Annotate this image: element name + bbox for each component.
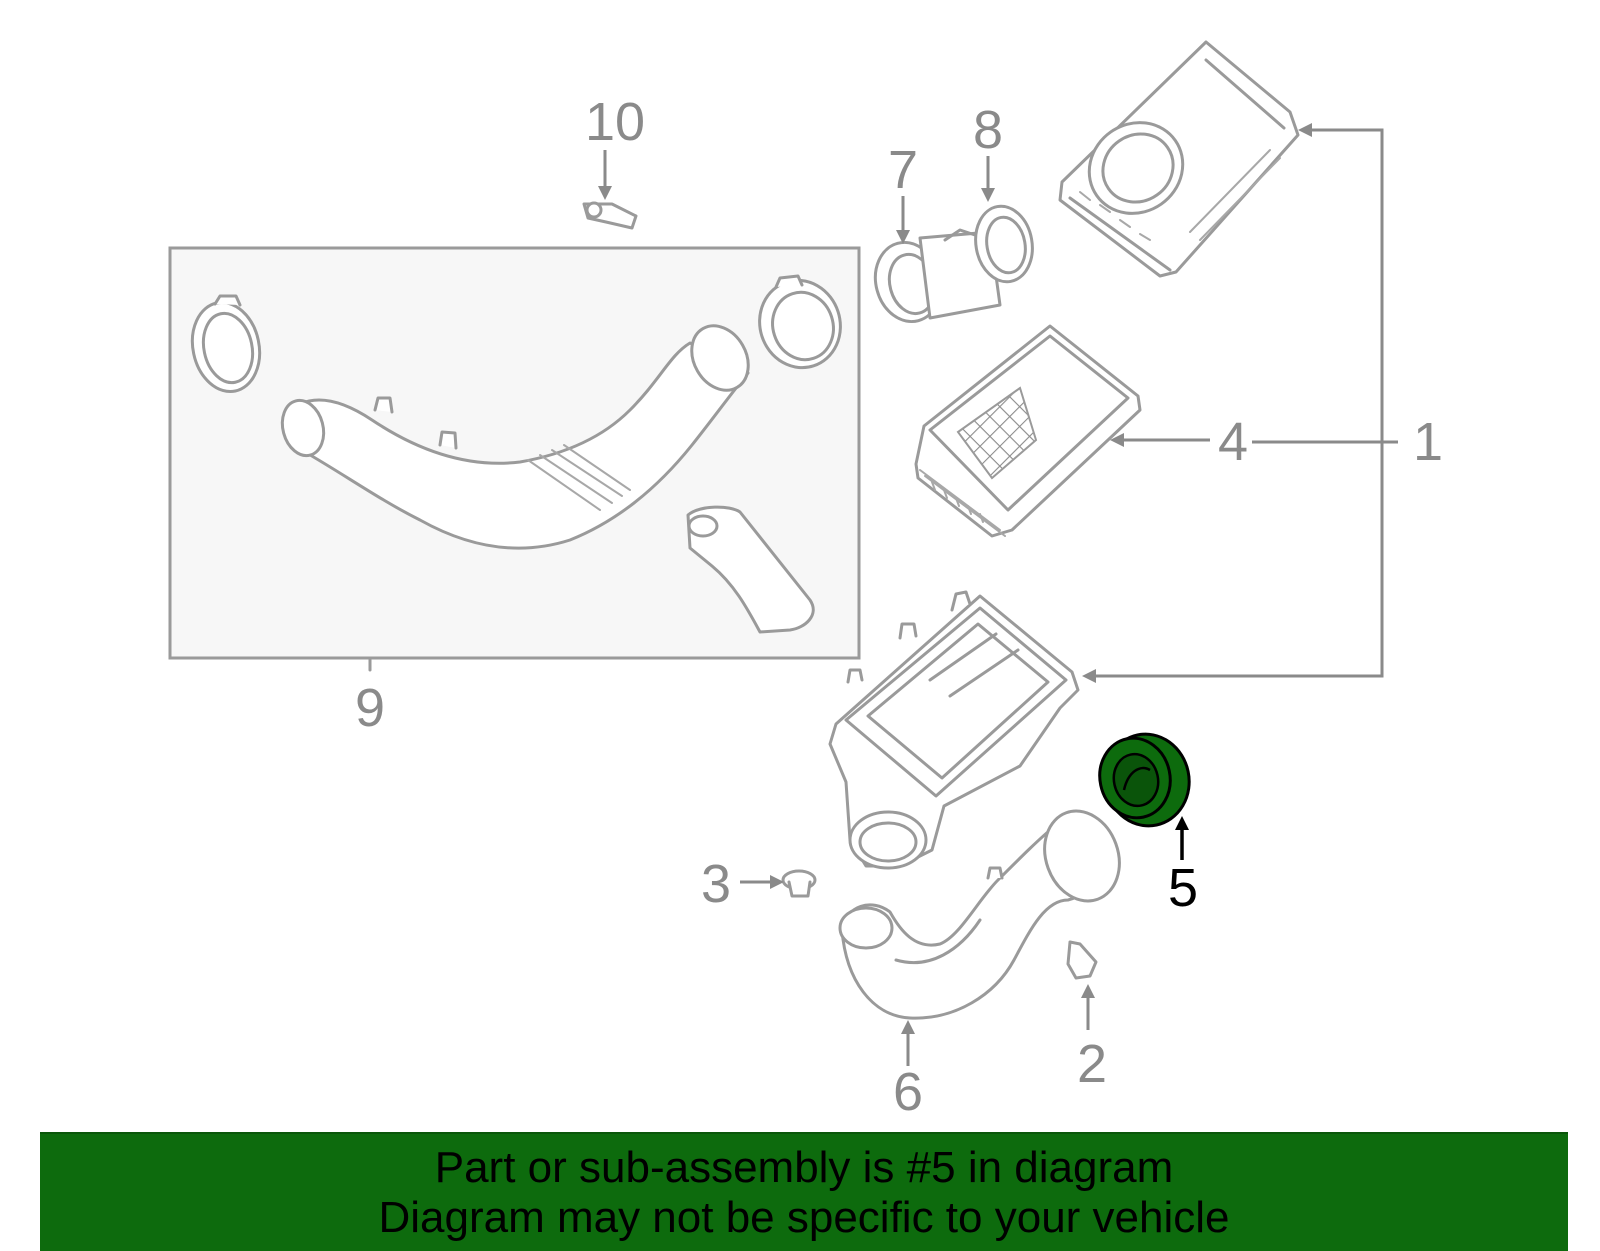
label-9: 9 bbox=[355, 678, 385, 738]
air-duct-6[interactable] bbox=[838, 800, 1132, 1020]
clip-2[interactable] bbox=[1066, 940, 1098, 980]
push-pin-3[interactable] bbox=[781, 869, 817, 898]
grommet-5-highlighted[interactable] bbox=[1092, 726, 1197, 833]
air-cleaner-housing[interactable] bbox=[828, 590, 1080, 870]
air-cleaner-cover[interactable] bbox=[1058, 40, 1300, 278]
label-5: 5 bbox=[1168, 858, 1198, 918]
label-10: 10 bbox=[585, 92, 645, 152]
hose-clamp-left[interactable] bbox=[184, 294, 267, 398]
leader-arrows bbox=[598, 123, 1398, 1066]
label-6: 6 bbox=[893, 1062, 923, 1122]
hose-clamp-right[interactable] bbox=[748, 270, 851, 378]
label-8: 8 bbox=[973, 100, 1003, 160]
banner-line-disclaimer: Diagram may not be specific to your vehi… bbox=[378, 1192, 1230, 1242]
label-4: 4 bbox=[1218, 412, 1248, 472]
info-banner: Part or sub-assembly is #5 in diagram Di… bbox=[40, 1132, 1568, 1251]
label-1: 1 bbox=[1413, 412, 1443, 472]
label-2: 2 bbox=[1077, 1034, 1107, 1094]
maf-housing-7[interactable] bbox=[867, 228, 1002, 329]
banner-line-part: Part or sub-assembly is #5 in diagram bbox=[434, 1142, 1174, 1192]
sensor-10[interactable] bbox=[582, 201, 638, 230]
air-filter-4[interactable] bbox=[914, 324, 1142, 538]
gasket-8[interactable] bbox=[970, 202, 1038, 287]
duct-bracket[interactable] bbox=[686, 505, 815, 634]
label-7: 7 bbox=[888, 140, 918, 200]
intake-duct-9[interactable] bbox=[276, 316, 759, 550]
label-3: 3 bbox=[701, 854, 731, 914]
